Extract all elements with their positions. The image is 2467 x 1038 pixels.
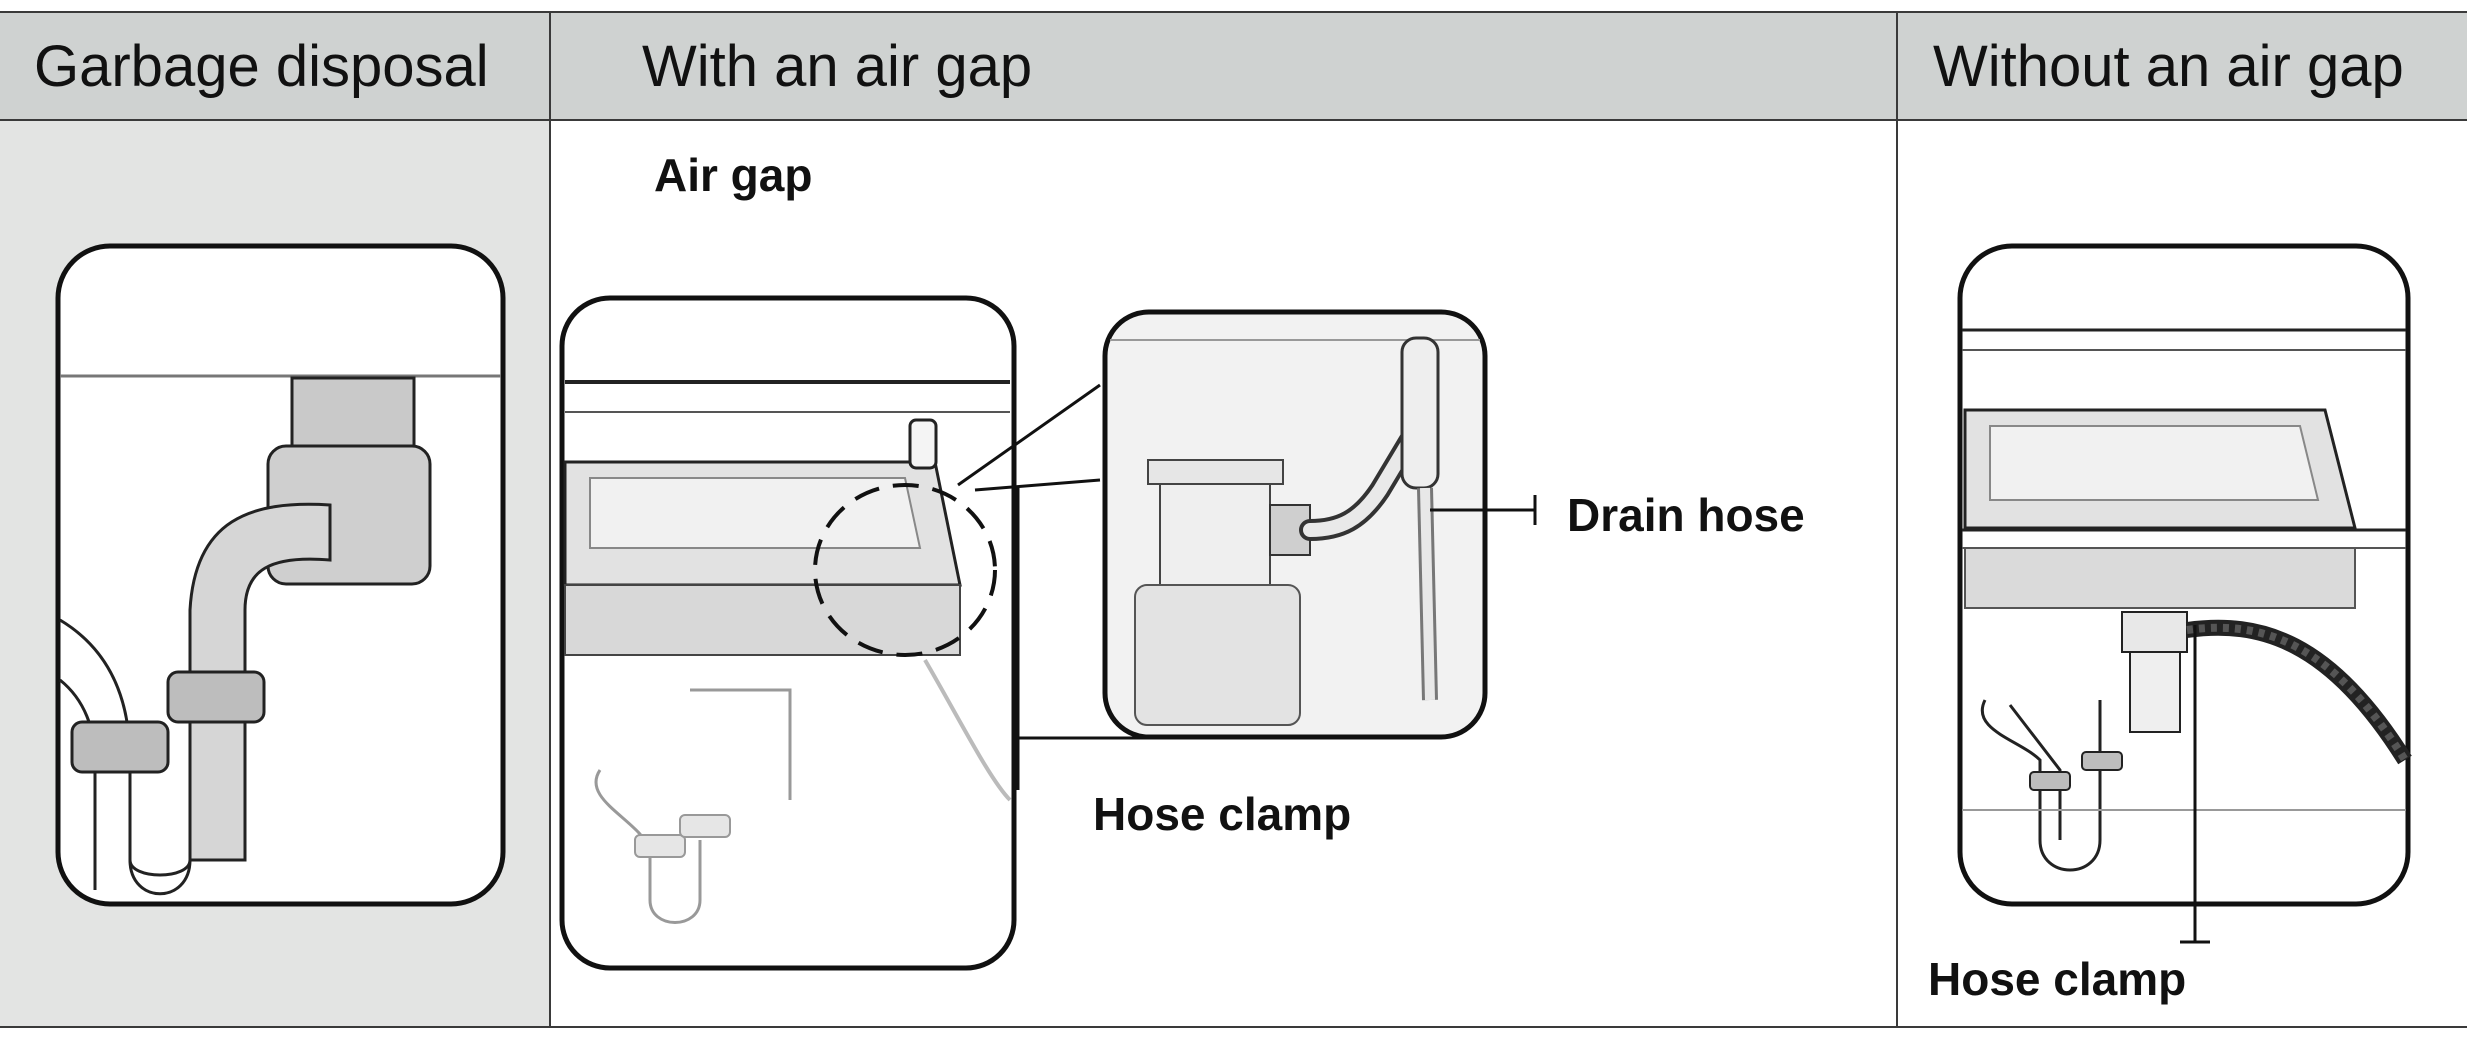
header-label: With an air gap bbox=[642, 33, 1033, 99]
header-without-air-gap: Without an air gap bbox=[1897, 12, 2467, 120]
hose-clamp-label-without: Hose clamp bbox=[1928, 953, 2187, 1005]
air-gap-label: Air gap bbox=[654, 149, 813, 201]
header-label: Without an air gap bbox=[1933, 33, 2404, 99]
header-with-air-gap: With an air gap bbox=[550, 12, 1897, 120]
header-bottom-border bbox=[0, 119, 2467, 121]
sink-without-air-gap-illustration bbox=[1957, 243, 2412, 944]
header-garbage-disposal: Garbage disposal bbox=[0, 12, 550, 120]
column-divider-2 bbox=[1896, 12, 1898, 1027]
table-bottom-border bbox=[0, 1026, 2467, 1028]
column-divider-1 bbox=[549, 12, 551, 1027]
table-top-border bbox=[0, 11, 2467, 13]
header-label: Garbage disposal bbox=[34, 33, 489, 99]
air-gap-closeup-illustration bbox=[1102, 309, 1537, 740]
drain-hose-label: Drain hose bbox=[1567, 489, 1805, 541]
hose-clamp-label-with: Hose clamp bbox=[1093, 788, 1352, 840]
sink-with-air-gap-illustration bbox=[559, 295, 1160, 971]
garbage-disposal-illustration bbox=[55, 243, 506, 907]
